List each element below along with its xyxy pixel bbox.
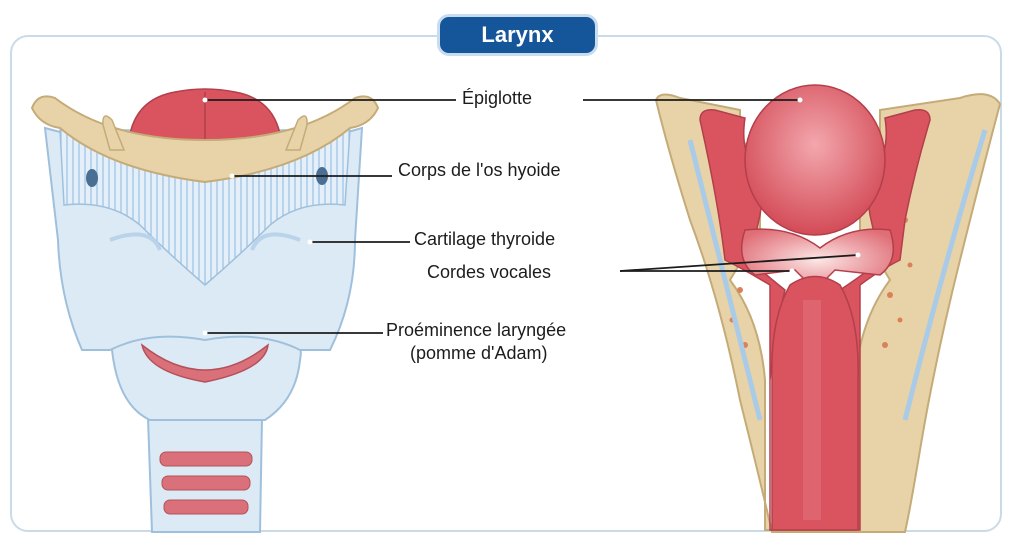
label-cordes-vocales: Cordes vocales [427,262,551,283]
larynx-section-view [656,85,1000,532]
larynx-front-view [32,89,378,532]
label-cartilage-thyroide: Cartilage thyroide [414,229,555,250]
trachea [148,418,262,532]
epiglottis-section [745,85,885,235]
label-epiglotte: Épiglotte [462,88,532,109]
label-corps-hyoide: Corps de l'os hyoide [398,160,561,181]
label-proeminence-laryngee: Proéminence laryngée [386,320,566,341]
label-pomme-adam: (pomme d'Adam) [410,343,547,364]
triticeal-cartilage [86,169,98,187]
